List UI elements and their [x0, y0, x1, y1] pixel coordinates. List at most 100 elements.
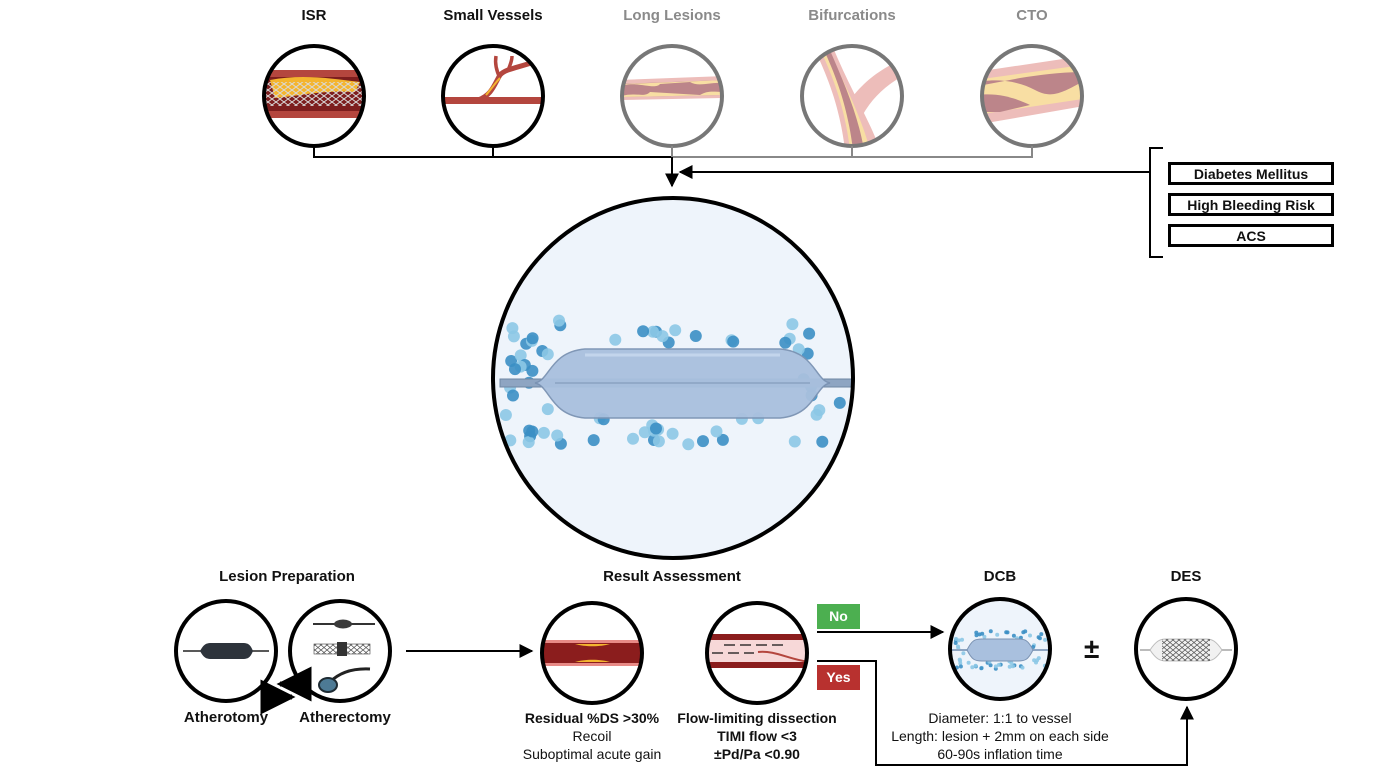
drug-particle: [988, 663, 993, 668]
indication-label-isr: ISR: [301, 7, 327, 24]
result-assessment-title: Result Assessment: [603, 568, 741, 585]
atherectomy-icon: [288, 599, 392, 703]
drug-particle: [961, 651, 966, 656]
central-dcb-illustration: [491, 196, 855, 560]
long-lesions-icon: [622, 76, 722, 100]
des-title: DES: [1170, 568, 1202, 585]
timi-criterion: TIMI flow <3: [717, 728, 797, 744]
risk-factor-diabetes: Diabetes Mellitus: [1168, 162, 1334, 185]
acute-gain-criterion: Suboptimal acute gain: [522, 746, 662, 762]
plus-minus-symbol: ±: [1084, 633, 1100, 664]
drug-particle: [627, 432, 639, 445]
drug-particle: [647, 325, 659, 338]
drug-particle: [786, 318, 799, 331]
drug-particle: [716, 433, 729, 446]
des-icon: [1134, 597, 1238, 701]
atherotomy-icon: [174, 599, 278, 703]
drug-particle: [541, 348, 554, 361]
pdpa-criterion: ±Pd/Pa <0.90: [714, 746, 800, 762]
small-vessels-frame: [441, 44, 545, 148]
drug-particle: [609, 333, 622, 346]
drug-particle: [779, 336, 792, 349]
drug-particle: [537, 426, 550, 439]
drug-particle: [1034, 660, 1038, 665]
drug-particle: [1039, 632, 1044, 637]
indication-label-bifurcations: Bifurcations: [808, 7, 896, 24]
no-badge: No: [817, 604, 860, 629]
lesion-preparation-title: Lesion Preparation: [219, 568, 355, 585]
drug-particle: [801, 347, 814, 360]
drug-particle: [499, 409, 512, 421]
atherectomy-label: Atherectomy: [299, 709, 391, 726]
indication-label-small-vessels: Small Vessels: [443, 7, 543, 24]
indications-connector: [313, 146, 1033, 188]
drug-particle: [1007, 664, 1012, 669]
residual-criteria: Residual %DS >30% Recoil Suboptimal acut…: [523, 709, 662, 763]
risk-factors-connector: [678, 147, 1163, 258]
drug-particle: [1020, 665, 1025, 670]
dcb-inflation-note: 60-90s inflation time: [937, 746, 1063, 762]
drug-particle: [587, 434, 600, 447]
drug-particle: [553, 314, 565, 327]
drug-particle: [697, 435, 709, 448]
drug-particle: [1037, 636, 1042, 641]
drug-particle: [979, 666, 984, 671]
drug-particle: [957, 657, 962, 662]
yes-badge: Yes: [817, 665, 860, 690]
drug-particle: [958, 661, 963, 666]
drug-particle: [833, 396, 846, 409]
drug-particle: [1043, 637, 1048, 642]
drug-particle: [810, 408, 823, 421]
recoil-criterion: Recoil: [572, 728, 612, 744]
drug-particle: [982, 634, 987, 639]
risk-factor-bleeding: High Bleeding Risk: [1168, 193, 1334, 216]
drug-particle: [710, 425, 723, 438]
drug-particle: [638, 426, 651, 439]
drug-particle: [1004, 630, 1009, 635]
dissection-icon: [705, 601, 809, 705]
atherotomy-label: Atherotomy: [183, 709, 269, 726]
drug-particle: [507, 330, 520, 343]
drug-particle: [682, 438, 695, 451]
dcb-icon: [948, 597, 1052, 701]
drug-particle: [727, 335, 740, 348]
dcb-diameter-note: Diameter: 1:1 to vessel: [928, 710, 1072, 726]
drug-particle: [1011, 633, 1016, 638]
drug-particle: [1010, 664, 1015, 669]
drug-particle: [522, 436, 535, 449]
drug-particle: [973, 663, 978, 668]
drug-particle: [988, 629, 993, 634]
residual-stenosis-icon: [540, 601, 644, 705]
dcb-length-note: Length: lesion + 2mm on each side: [891, 728, 1109, 744]
yes-arrow: [817, 660, 1194, 766]
drug-particle: [788, 435, 801, 448]
residual-ds-criterion: Residual %DS >30%: [524, 710, 660, 726]
dissection-criterion: Flow-limiting dissection: [677, 710, 837, 726]
cto-icon: [982, 55, 1082, 125]
drug-particle: [551, 429, 564, 442]
drug-particle: [980, 631, 985, 636]
drug-particle: [669, 324, 682, 337]
drug-particle: [514, 349, 527, 362]
drug-particle: [650, 422, 662, 435]
drug-particle: [507, 389, 519, 402]
drug-particle: [958, 664, 963, 669]
drug-particle: [526, 425, 539, 438]
swap-arrows-icon: [260, 666, 312, 715]
drug-particle: [666, 427, 679, 440]
drug-particle: [816, 435, 829, 448]
small-vessels-icon: [443, 55, 543, 104]
drug-particles: [499, 314, 846, 451]
drug-particle: [970, 665, 975, 670]
risk-factor-acs: ACS: [1168, 224, 1334, 247]
drug-particle: [689, 330, 702, 342]
drug-particle: [974, 633, 979, 638]
drug-particle: [803, 327, 816, 340]
indication-label-long-lesions: Long Lesions: [623, 7, 721, 24]
dcb-notes: Diameter: 1:1 to vessel Length: lesion +…: [891, 709, 1109, 763]
drug-particle: [526, 364, 539, 377]
dcb-title: DCB: [983, 568, 1017, 585]
indication-label-cto: CTO: [1016, 7, 1048, 24]
drug-particle: [526, 332, 539, 345]
